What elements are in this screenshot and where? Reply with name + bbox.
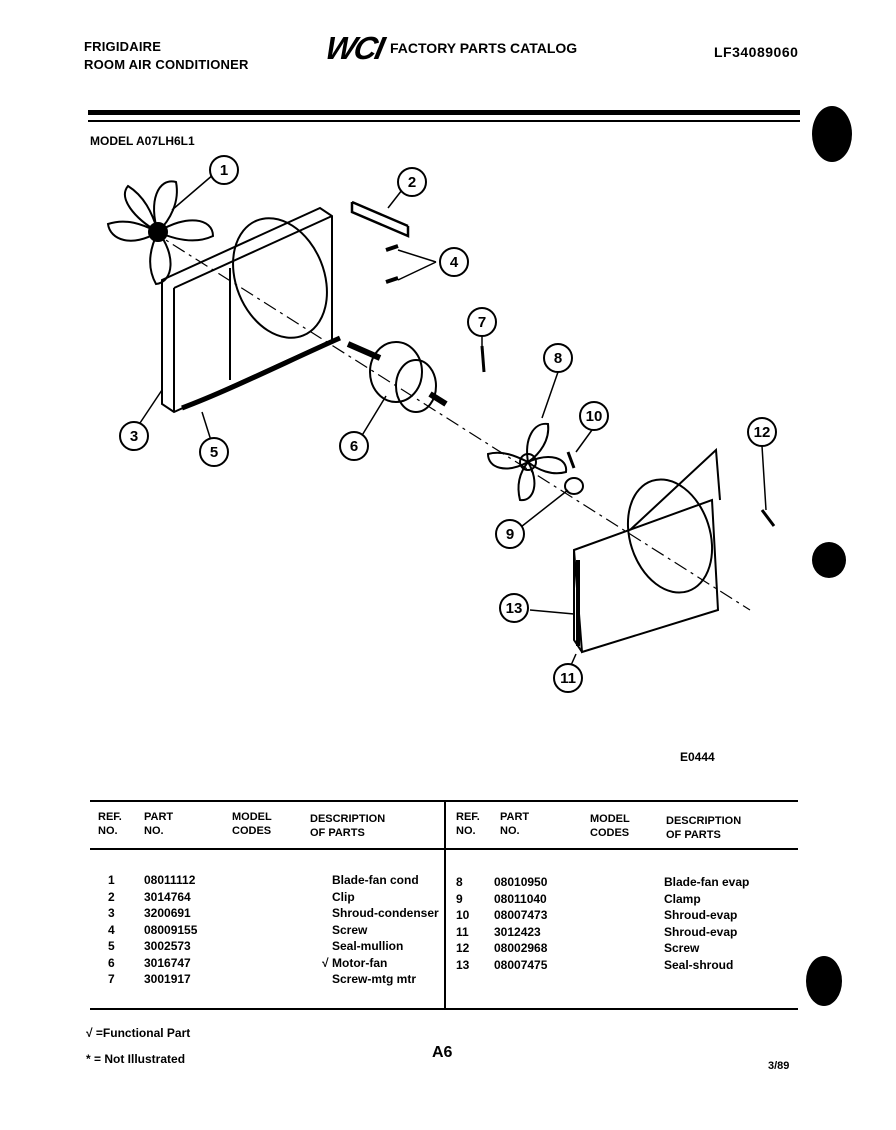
revision-date: 3/89	[768, 1060, 790, 1072]
evaporator-fan-blade	[486, 422, 568, 502]
callout-10: 10	[579, 401, 609, 431]
brand-block: FRIGIDAIRE ROOM AIR CONDITIONER	[84, 38, 249, 74]
callout-2-label: 2	[408, 174, 416, 191]
callouts: 1 2 3 4 5 6 7 8 9 10 11 12 13	[119, 155, 777, 693]
screw-10	[566, 451, 576, 469]
callout-6-label: 6	[350, 438, 358, 455]
screw-7	[480, 345, 486, 373]
table-bottom-rule	[90, 1008, 798, 1010]
fan-motor	[346, 341, 448, 413]
brand-name: FRIGIDAIRE	[84, 39, 162, 54]
callout-8-label: 8	[554, 350, 562, 367]
clip	[350, 200, 410, 238]
header-ref-right: REF.NO.	[456, 811, 480, 837]
screw-4b	[385, 276, 399, 284]
header-ref: REF.NO.	[98, 811, 122, 837]
callout-9: 9	[495, 519, 525, 549]
diagram-code: E0444	[680, 750, 715, 764]
callout-12-label: 12	[754, 424, 771, 441]
functional-part-note: √ =Functional Part	[86, 1026, 191, 1040]
callout-5: 5	[199, 437, 229, 467]
callout-1-label: 1	[220, 162, 228, 179]
header-rule-thin	[88, 120, 800, 122]
callout-3-label: 3	[130, 428, 138, 445]
page-number: A6	[432, 1044, 453, 1061]
catalog-number: LF34089060	[714, 44, 799, 60]
callout-7-label: 7	[478, 314, 486, 331]
callout-1: 1	[209, 155, 239, 185]
wci-logo: WCI	[322, 30, 387, 66]
not-illustrated-note: * = Not Illustrated	[86, 1052, 186, 1066]
callout-6: 6	[339, 431, 369, 461]
screw-4a	[385, 244, 399, 252]
product-name: ROOM AIR CONDITIONER	[84, 57, 249, 72]
condenser-fan-blade	[106, 180, 215, 286]
callout-3: 3	[119, 421, 149, 451]
callout-10-label: 10	[586, 408, 603, 425]
evaporator-shroud	[572, 447, 721, 654]
callout-4-label: 4	[450, 254, 459, 271]
seal-mullion	[181, 335, 342, 411]
screw-12	[760, 509, 776, 527]
callout-9-label: 9	[506, 526, 514, 543]
exploded-parts-diagram: 1 2 3 4 5 6 7 8 9 10 11 12 13	[106, 155, 777, 693]
condenser-shroud	[161, 206, 333, 414]
callout-11: 11	[553, 663, 583, 693]
callout-13-label: 13	[506, 600, 523, 617]
table-column-divider	[444, 800, 446, 1008]
callout-12: 12	[747, 417, 777, 447]
punch-hole-middle	[812, 542, 846, 578]
callout-2: 2	[397, 167, 427, 197]
callout-4: 4	[439, 247, 469, 277]
punch-hole-top	[812, 106, 852, 162]
callout-5-label: 5	[210, 444, 218, 461]
center-line	[149, 229, 751, 611]
model-label: MODEL A07LH6L1	[90, 134, 195, 148]
callout-13: 13	[499, 593, 529, 623]
callout-7: 7	[467, 307, 497, 337]
catalog-title: FACTORY PARTS CATALOG	[390, 40, 578, 56]
clamp	[564, 477, 584, 495]
punch-hole-bottom	[806, 956, 842, 1006]
header-rule	[88, 110, 800, 115]
callout-11-label: 11	[560, 670, 576, 687]
callout-8: 8	[543, 343, 573, 373]
